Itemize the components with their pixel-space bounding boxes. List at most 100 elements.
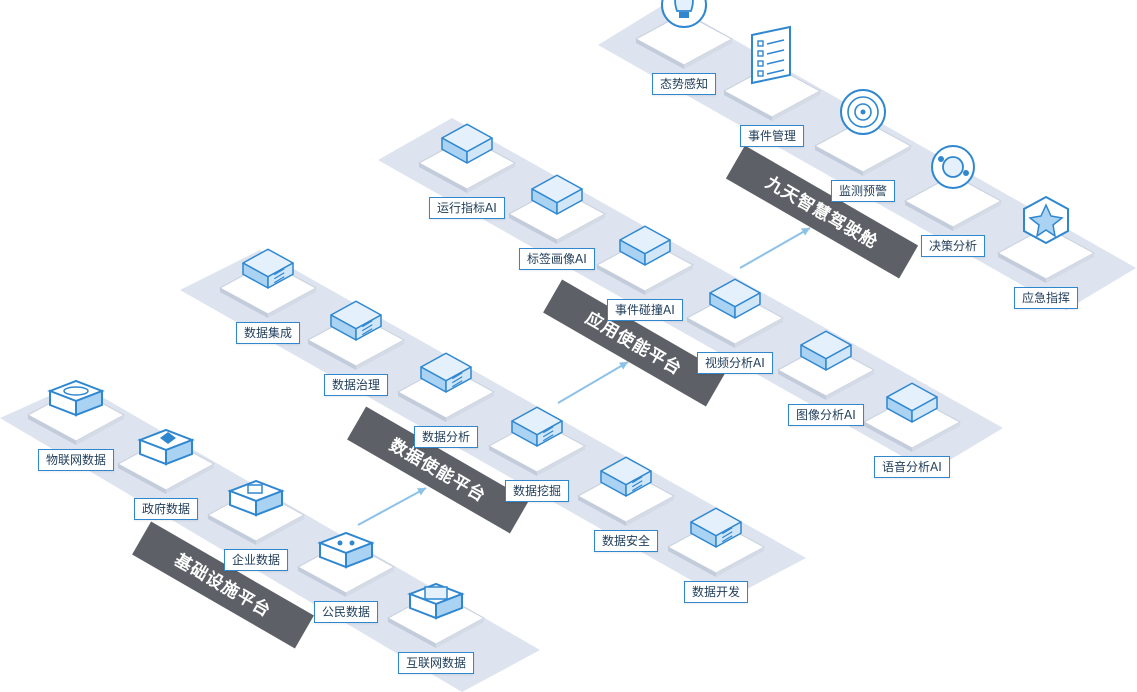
slab-left <box>778 370 826 400</box>
item-label: 政府数据 <box>134 498 199 520</box>
server-line <box>273 268 285 276</box>
item-server-cube-icon <box>487 406 587 476</box>
server-line <box>273 272 285 280</box>
item-iot-building-icon <box>26 379 126 445</box>
slab-right <box>716 547 764 577</box>
slab-left <box>489 446 537 476</box>
slab-left <box>28 415 76 445</box>
slab-right <box>772 91 820 121</box>
item-label: 应急指挥 <box>1014 287 1079 309</box>
item-label: 语音分析AI <box>874 456 950 478</box>
item-label: 物联网数据 <box>38 449 115 471</box>
orbit-core <box>942 156 964 178</box>
platform-bar-bg <box>347 406 529 534</box>
cube-right-face <box>556 188 583 215</box>
item-cube-icon <box>417 123 517 193</box>
server-line <box>451 372 463 380</box>
spiral-mid <box>847 96 879 128</box>
item-server-cube-icon <box>396 352 496 422</box>
slab-left <box>636 39 684 69</box>
slab-right <box>1046 253 1094 283</box>
cube-right-face <box>825 344 852 371</box>
item-label: 视频分析AI <box>697 352 773 374</box>
item-label: 监测预警 <box>831 180 896 202</box>
slab-right <box>256 515 304 545</box>
spiral-inner <box>854 103 872 121</box>
building-right <box>75 389 103 417</box>
flow-arrow-head <box>619 362 628 370</box>
slab-right <box>346 567 394 597</box>
flow-arrow-line <box>557 361 629 404</box>
item-label: 事件管理 <box>740 125 805 147</box>
slab-right <box>863 146 911 176</box>
item-government-building-icon <box>116 428 216 494</box>
slab-right <box>268 288 316 318</box>
slab-right <box>684 39 732 69</box>
star-shape <box>1028 203 1064 238</box>
item-label: 数据安全 <box>594 530 659 552</box>
building-right <box>435 592 463 620</box>
item-label: 企业数据 <box>224 549 289 571</box>
layer-2: 应用使能平台 <box>378 118 1003 472</box>
platform-bar-bg <box>543 279 725 407</box>
item-label: 运行指标AI <box>429 197 505 219</box>
lightbulb-screw <box>679 12 689 18</box>
slab-left <box>597 265 645 295</box>
slab-right <box>446 392 494 422</box>
server-line <box>273 276 285 284</box>
slab-left <box>298 567 346 597</box>
slab-left <box>118 464 166 494</box>
slab-left <box>398 392 446 422</box>
item-cube-icon <box>685 278 785 348</box>
server-line <box>542 426 554 434</box>
building-right <box>255 489 283 517</box>
slab-left <box>509 214 557 244</box>
checklist-box <box>757 60 764 67</box>
iot-ring <box>63 386 89 396</box>
item-label: 数据挖掘 <box>505 480 570 502</box>
server-line <box>542 434 554 442</box>
item-lightbulb-icon <box>634 0 734 69</box>
layer-1: 数据使能平台 <box>180 248 806 600</box>
platform-bar-bg <box>725 145 919 279</box>
server-line <box>542 430 554 438</box>
item-citizen-building-icon <box>296 531 396 597</box>
flow-arrow-line <box>739 227 811 269</box>
item-label: 决策分析 <box>921 235 986 257</box>
building-right <box>345 541 373 569</box>
cit-dot <box>349 540 355 546</box>
building-right <box>165 438 193 466</box>
slab-left <box>815 146 863 176</box>
checklist-box <box>757 50 764 57</box>
cit-dot <box>337 540 343 546</box>
server-line <box>361 324 373 332</box>
cube-right-face <box>644 239 671 266</box>
slab-right <box>356 340 404 370</box>
slab-right <box>537 446 585 476</box>
item-server-cube-icon <box>306 300 406 370</box>
checklist-line <box>766 59 785 65</box>
server-line <box>631 476 643 484</box>
cube-right-face <box>911 396 938 423</box>
server-line <box>721 535 733 543</box>
slab-left <box>208 515 256 545</box>
item-spiral-target-icon <box>813 89 913 176</box>
net-screen <box>424 586 448 600</box>
server-line <box>721 527 733 535</box>
item-label: 公民数据 <box>314 601 379 623</box>
server-line <box>451 380 463 388</box>
item-server-cube-icon <box>576 456 676 526</box>
slab-right <box>76 415 124 445</box>
item-server-cube-icon <box>666 507 766 577</box>
slab-left <box>998 253 1046 283</box>
server-line <box>721 531 733 539</box>
item-label: 态势感知 <box>652 73 717 95</box>
layer-3: 九天智慧驾驶舱 <box>598 0 1136 310</box>
item-label: 数据治理 <box>324 374 389 396</box>
cube-right-face <box>466 137 493 164</box>
slab-left <box>419 163 467 193</box>
item-cube-icon <box>595 225 695 295</box>
item-cube-icon <box>862 382 962 452</box>
